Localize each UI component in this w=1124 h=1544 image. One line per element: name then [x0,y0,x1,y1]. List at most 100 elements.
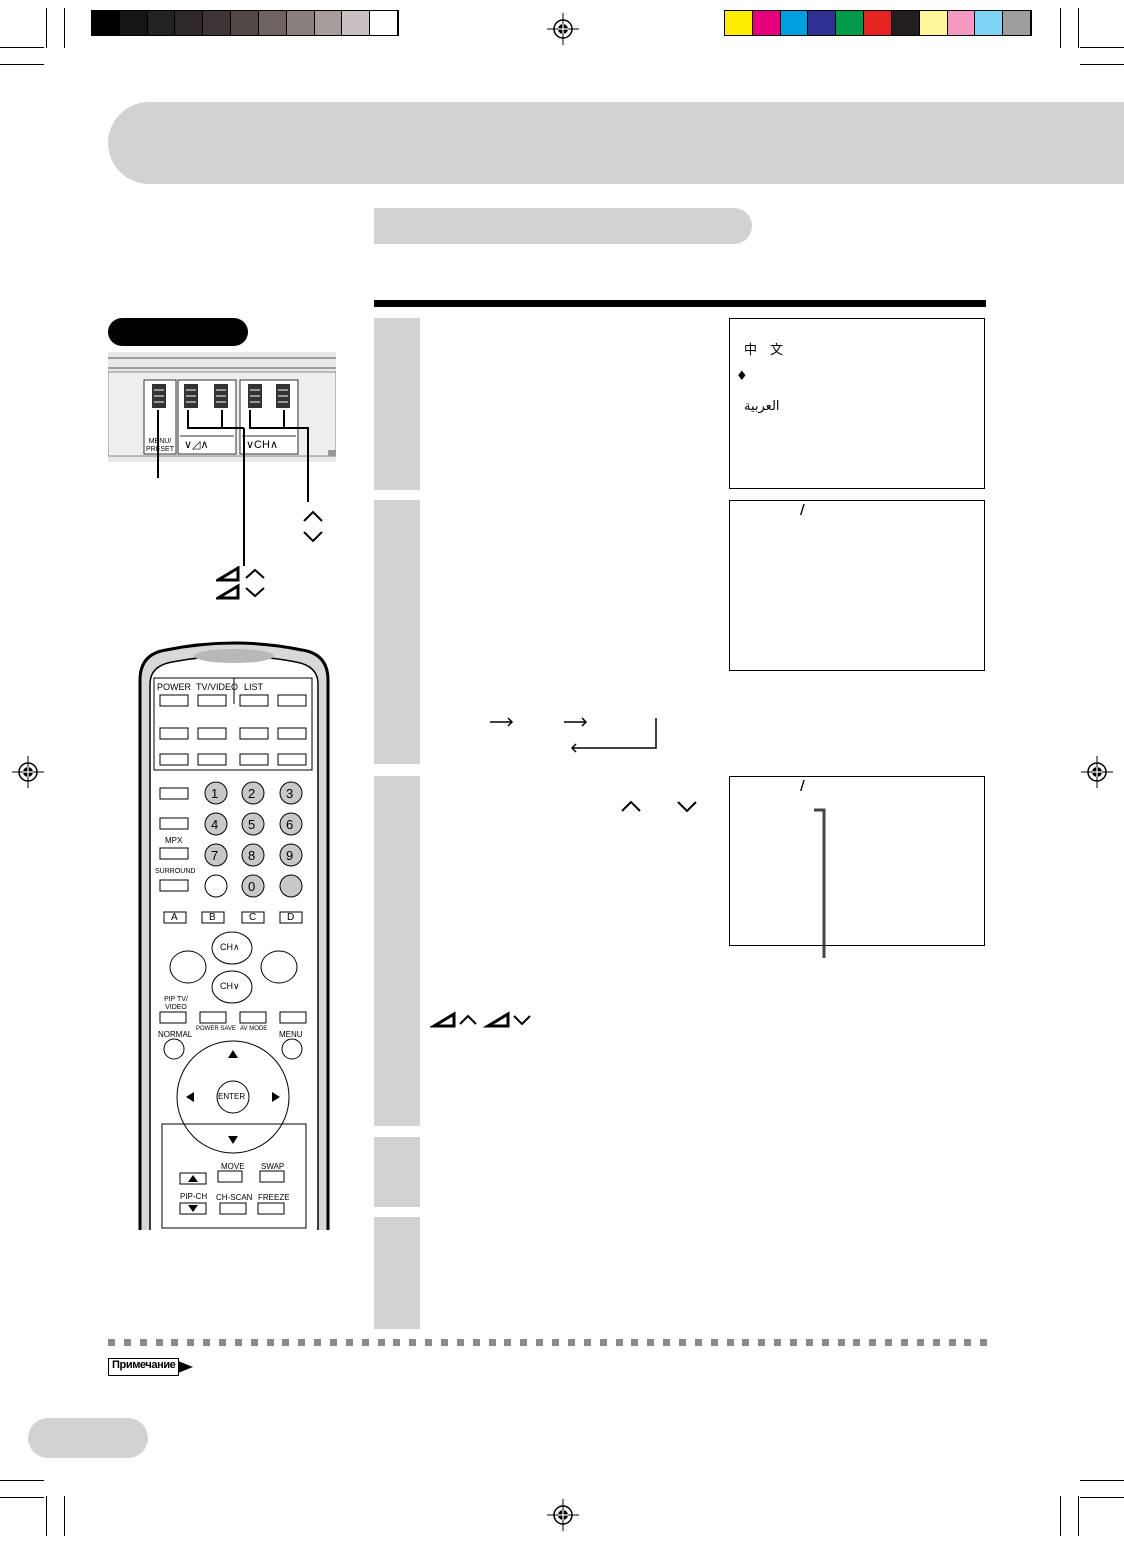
color-swatch [1003,11,1031,35]
dot [330,1339,338,1346]
dot [821,1339,829,1346]
digit-3-button[interactable]: 3 [286,786,294,801]
digit-8-button[interactable]: 8 [248,848,256,863]
digit-7-button[interactable]: 7 [211,848,219,863]
dot [615,1339,623,1346]
crop-mark [0,1480,44,1481]
dot [504,1339,512,1346]
color-swatch [975,11,1004,35]
dot [599,1339,607,1346]
step-1-column [374,318,420,490]
tv-panel-tag [108,318,248,346]
dot [219,1339,227,1346]
arabic-option[interactable]: العربية [744,399,780,414]
a-button[interactable]: A [171,912,178,923]
dot [916,1339,924,1346]
crop-mark [1080,64,1124,65]
digit-9-button[interactable]: 9 [286,848,294,863]
color-swatch [891,11,920,35]
dot [171,1339,179,1346]
dot [377,1339,385,1346]
digit-0-button[interactable]: 0 [248,879,256,894]
move-label: MOVE [221,1162,245,1171]
dot [742,1339,750,1346]
digit-4-button[interactable]: 4 [211,817,219,832]
digit-5-button[interactable]: 5 [248,817,256,832]
power-label: POWER [157,682,192,692]
dot [710,1339,718,1346]
grayscale-bar [91,10,399,36]
color-swatch [808,11,837,35]
crop-mark [1080,1480,1124,1481]
dot [139,1339,147,1346]
dot [567,1339,575,1346]
ch-scan-label: CH-SCAN [216,1193,253,1202]
list-label: LIST [244,682,264,692]
color-swatch [752,11,781,35]
dot [678,1339,686,1346]
tv-video-label: TV/VIDEO [196,682,239,692]
normal-label: NORMAL [158,1030,193,1039]
digit-1-button[interactable]: 1 [211,786,219,801]
dot [409,1339,417,1346]
digit-2-button[interactable]: 2 [248,786,256,801]
crop-mark [46,8,47,48]
channel-label: ∨CH∧ [246,439,278,451]
dot [282,1339,290,1346]
color-swatch [147,11,176,35]
d-button[interactable]: D [287,912,295,923]
crop-mark [0,1497,44,1498]
dot [234,1339,242,1346]
mpx-label: MPX [165,836,183,845]
registration-mark-icon [547,1499,579,1531]
chinese-option[interactable]: 中 文 [744,343,784,358]
chapter-header-band [108,102,1124,184]
b-button[interactable]: B [209,912,216,923]
dot [314,1339,322,1346]
dotted-separator [108,1339,988,1347]
dot [425,1339,433,1346]
dot [805,1339,813,1346]
menu-label: MENU [279,1030,303,1039]
dot [187,1339,195,1346]
ch-up-button[interactable]: CH∧ [220,942,240,952]
dot [900,1339,908,1346]
crop-mark [64,1496,65,1536]
selector-cursor-icon: ♦ [736,369,748,384]
panel-callout-lines [157,410,309,566]
color-swatch [947,11,976,35]
color-swatch [864,11,892,35]
section-rule [374,300,986,307]
step-5-column [374,1217,420,1329]
ch-down-button[interactable]: CH∨ [220,981,240,991]
color-swatch [919,11,948,35]
crop-mark [1080,1497,1124,1498]
volume-icon [430,1011,531,1028]
dot [520,1339,528,1346]
language-menu-screen: 中 文 ♦ العربية [729,318,985,489]
crop-mark [1060,1496,1061,1536]
dot [456,1339,464,1346]
volume-label: ∨◿∧ [184,439,209,451]
color-swatch [286,11,315,35]
dot [789,1339,797,1346]
dot [758,1339,766,1346]
color-swatch [258,11,287,35]
dot [932,1339,940,1346]
dot [583,1339,591,1346]
volume-up-down-icon [216,566,265,600]
section-header-band [374,208,752,244]
digit-6-button[interactable]: 6 [286,817,294,832]
enter-button[interactable]: ENTER [218,1092,246,1101]
dot [869,1339,877,1346]
registration-mark-icon [547,13,579,45]
crop-mark [64,8,65,48]
registration-mark-icon [12,756,44,788]
crop-mark [46,1496,47,1536]
dot [345,1339,353,1346]
c-button[interactable]: C [249,912,257,923]
dot [441,1339,449,1346]
color-swatch [725,11,753,35]
menu-screen-2: / [729,500,985,671]
color-swatch [836,11,865,35]
